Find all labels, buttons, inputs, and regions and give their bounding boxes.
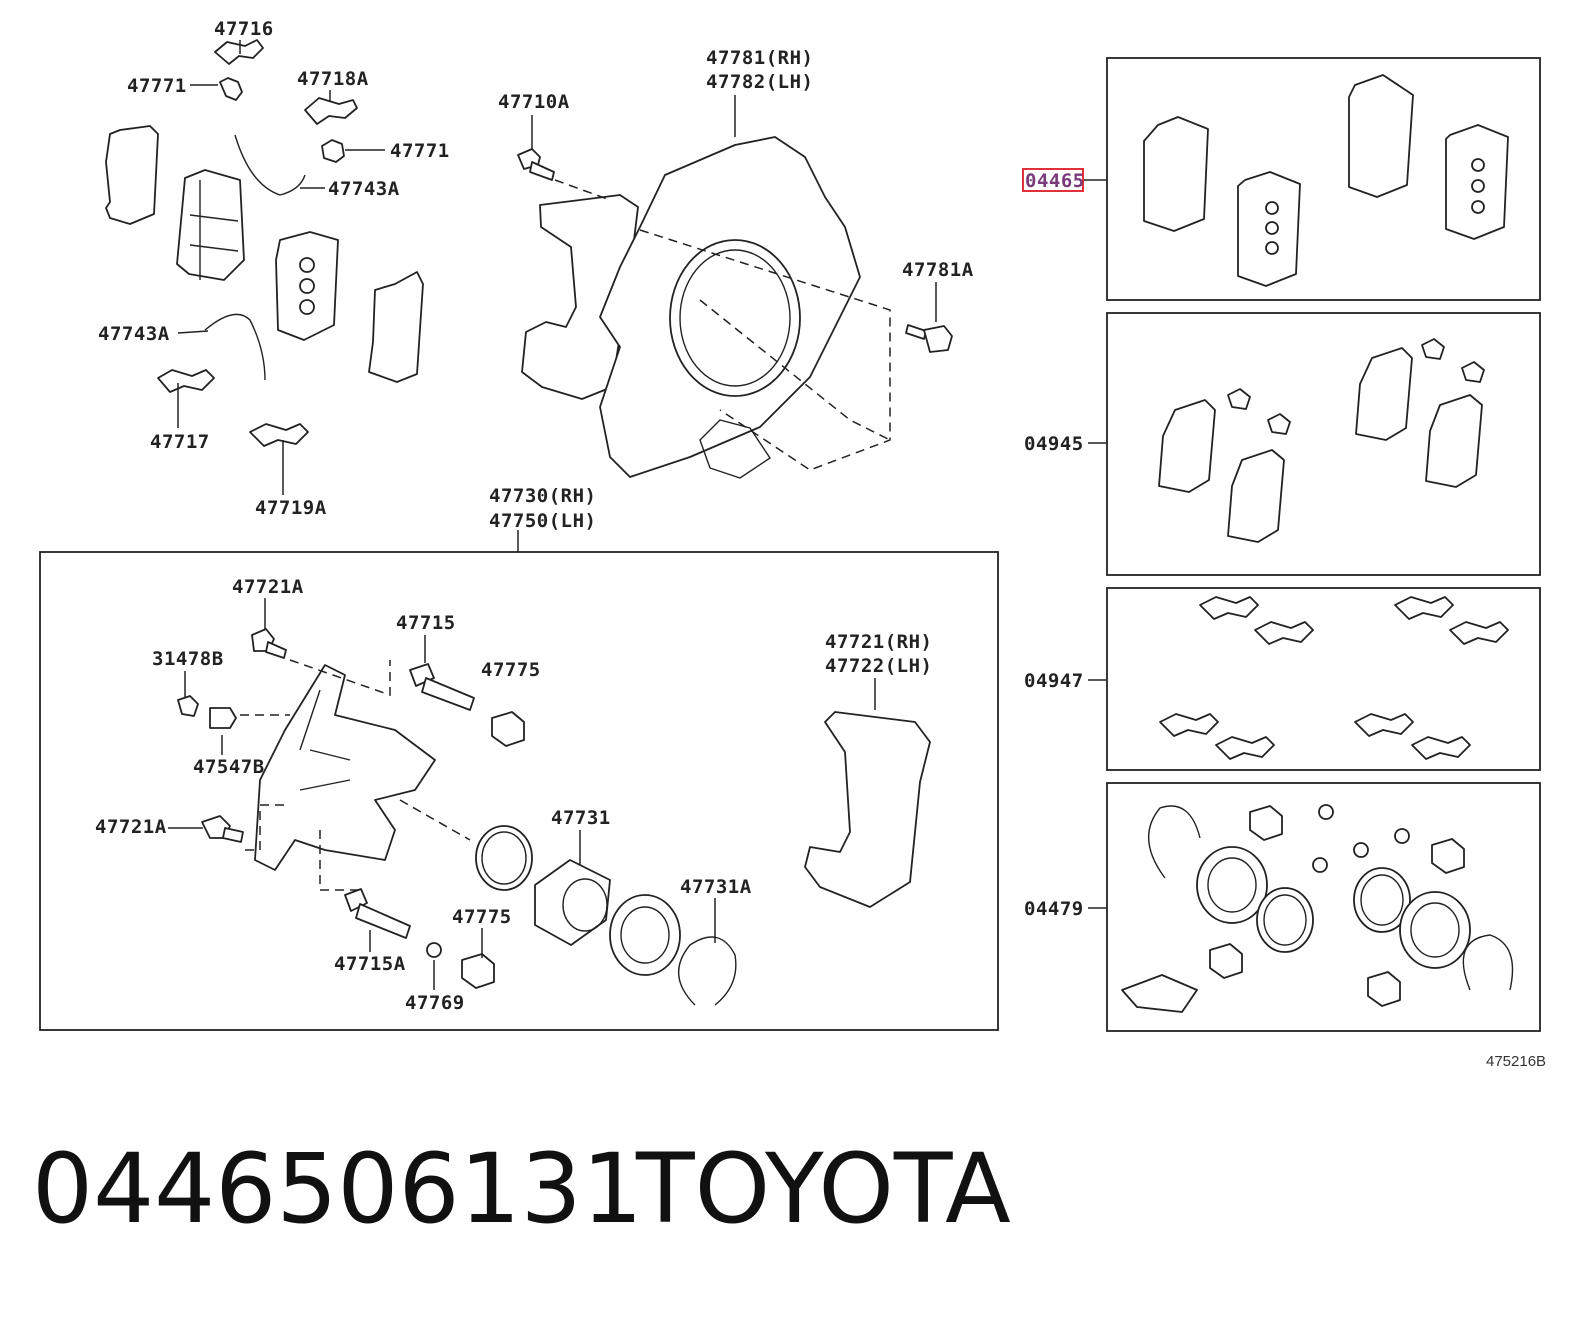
label-47775: 47775 bbox=[481, 659, 541, 681]
label-47716: 47716 bbox=[214, 18, 274, 40]
label-47781-rh: 47781(RH) bbox=[706, 47, 813, 69]
label-47715: 47715 bbox=[396, 612, 456, 634]
label-47743A: 47743A bbox=[328, 178, 400, 200]
label-47717: 47717 bbox=[150, 431, 210, 453]
label-47719A: 47719A bbox=[255, 497, 327, 519]
label-47782-lh: 47782(LH) bbox=[706, 71, 813, 93]
bracket-and-dust-shield-group bbox=[517, 95, 953, 479]
label-47731: 47731 bbox=[551, 807, 611, 829]
part-number: 0446506131 bbox=[32, 1133, 643, 1245]
label-47547B: 47547B bbox=[193, 756, 265, 778]
label-47710A: 47710A bbox=[498, 91, 570, 113]
label-47771: 47771 bbox=[390, 140, 450, 162]
label-04479: 04479 bbox=[1024, 898, 1084, 920]
part-labels: 47716 47771 47718A 47771 47743A 47743A 4… bbox=[95, 18, 1085, 1014]
label-47721A: 47721A bbox=[232, 576, 304, 598]
label-47750-lh: 47750(LH) bbox=[489, 510, 596, 532]
label-47781A: 47781A bbox=[902, 259, 974, 281]
label-04945: 04945 bbox=[1024, 433, 1084, 455]
highlight-box bbox=[1022, 168, 1084, 192]
label-47722-lh: 47722(LH) bbox=[825, 655, 932, 677]
diagram-code: 475216B bbox=[1486, 1053, 1546, 1070]
label-04465-highlighted[interactable]: 04465 bbox=[1025, 170, 1085, 192]
label-47721-rh: 47721(RH) bbox=[825, 631, 932, 653]
label-47769: 47769 bbox=[405, 992, 465, 1014]
label-04947: 04947 bbox=[1024, 670, 1084, 692]
kit-boxes bbox=[1083, 57, 1541, 1032]
label-47721A: 47721A bbox=[95, 816, 167, 838]
brand-name: TOYOTA bbox=[635, 1133, 1011, 1245]
label-47771: 47771 bbox=[127, 75, 187, 97]
label-31478B: 31478B bbox=[152, 648, 224, 670]
label-47743A: 47743A bbox=[98, 323, 170, 345]
caliper-assembly-box bbox=[39, 530, 999, 1031]
pad-and-clip-group bbox=[105, 39, 424, 495]
label-47718A: 47718A bbox=[297, 68, 369, 90]
label-47730-rh: 47730(RH) bbox=[489, 485, 596, 507]
label-47775: 47775 bbox=[452, 906, 512, 928]
label-47731A: 47731A bbox=[680, 876, 752, 898]
label-47715A: 47715A bbox=[334, 953, 406, 975]
